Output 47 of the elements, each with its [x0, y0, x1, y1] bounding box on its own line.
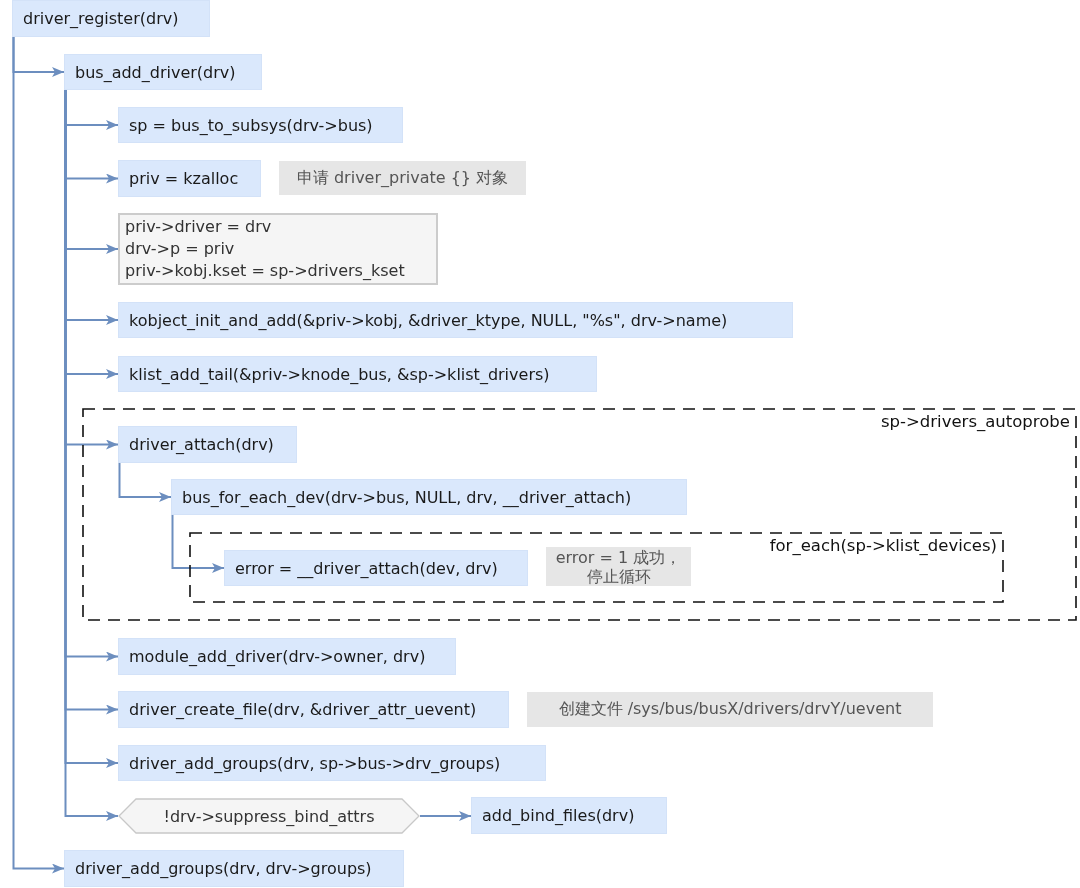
note-text: 创建文件 /sys/bus/busX/drivers/drvY/uevent — [558, 699, 902, 720]
condition-hexagon — [118, 798, 420, 834]
arrow — [171, 514, 225, 573]
function-call: driver_add_groups(drv, drv->groups) — [75, 859, 372, 878]
arrow — [12, 36, 65, 874]
condition-label: for_each(sp->klist_devices) — [769, 536, 997, 555]
dashed-frame — [189, 532, 1004, 603]
function-call: driver_add_groups(drv, sp->bus->drv_groups) — [129, 753, 501, 773]
function-call: klist_add_tail(&priv->knode_bus, &sp->klist_drivers) — [129, 364, 550, 384]
function-box — [118, 160, 261, 197]
function-box — [118, 107, 403, 143]
note-text: 申请 driver_private {} 对象 — [296, 167, 509, 189]
function-box — [118, 691, 509, 728]
code-box — [118, 213, 438, 285]
function-call: add_bind_files(drv) — [482, 806, 635, 825]
note-text: error = 1 成功，停止循环 — [554, 547, 683, 586]
function-call: module_add_driver(drv->owner, drv) — [129, 647, 426, 666]
function-call: bus_add_driver(drv) — [75, 62, 236, 82]
code-line: drv->p = priv — [125, 238, 236, 260]
arrow — [118, 462, 172, 502]
code-line: priv->driver = drv — [125, 216, 273, 238]
function-box — [64, 850, 404, 887]
function-box — [224, 550, 528, 586]
function-call: driver_create_file(drv, &driver_attr_uevent) — [129, 700, 477, 719]
function-box — [118, 426, 297, 463]
condition-text: !drv->suppress_bind_attrs — [163, 806, 375, 826]
function-box — [64, 54, 262, 90]
function-call: sp = bus_to_subsys(drv->bus) — [129, 115, 373, 135]
function-call: driver_register(drv) — [23, 9, 179, 28]
note-box — [279, 161, 526, 195]
function-call: driver_attach(drv) — [129, 435, 274, 454]
note-box — [527, 692, 933, 727]
code-line: priv->kobj.kset = sp->drivers_kset — [125, 260, 406, 282]
function-box — [118, 638, 456, 675]
function-call: bus_for_each_dev(drv->bus, NULL, drv, __driver_attach) — [182, 487, 632, 507]
function-call: error = __driver_attach(dev, drv) — [235, 558, 498, 578]
function-box — [171, 479, 687, 515]
function-box — [12, 0, 210, 37]
function-call: priv = kzalloc — [129, 169, 239, 188]
function-box — [118, 356, 597, 392]
condition-label: sp->drivers_autoprobe — [881, 412, 1070, 431]
function-call: kobject_init_and_add(&priv->kobj, &driver_ktype, NULL, "%s", drv->name) — [129, 310, 728, 330]
dashed-frame — [82, 408, 1077, 621]
arrow — [419, 811, 472, 821]
function-box — [471, 797, 667, 834]
function-box — [118, 302, 793, 338]
function-box — [118, 745, 546, 781]
